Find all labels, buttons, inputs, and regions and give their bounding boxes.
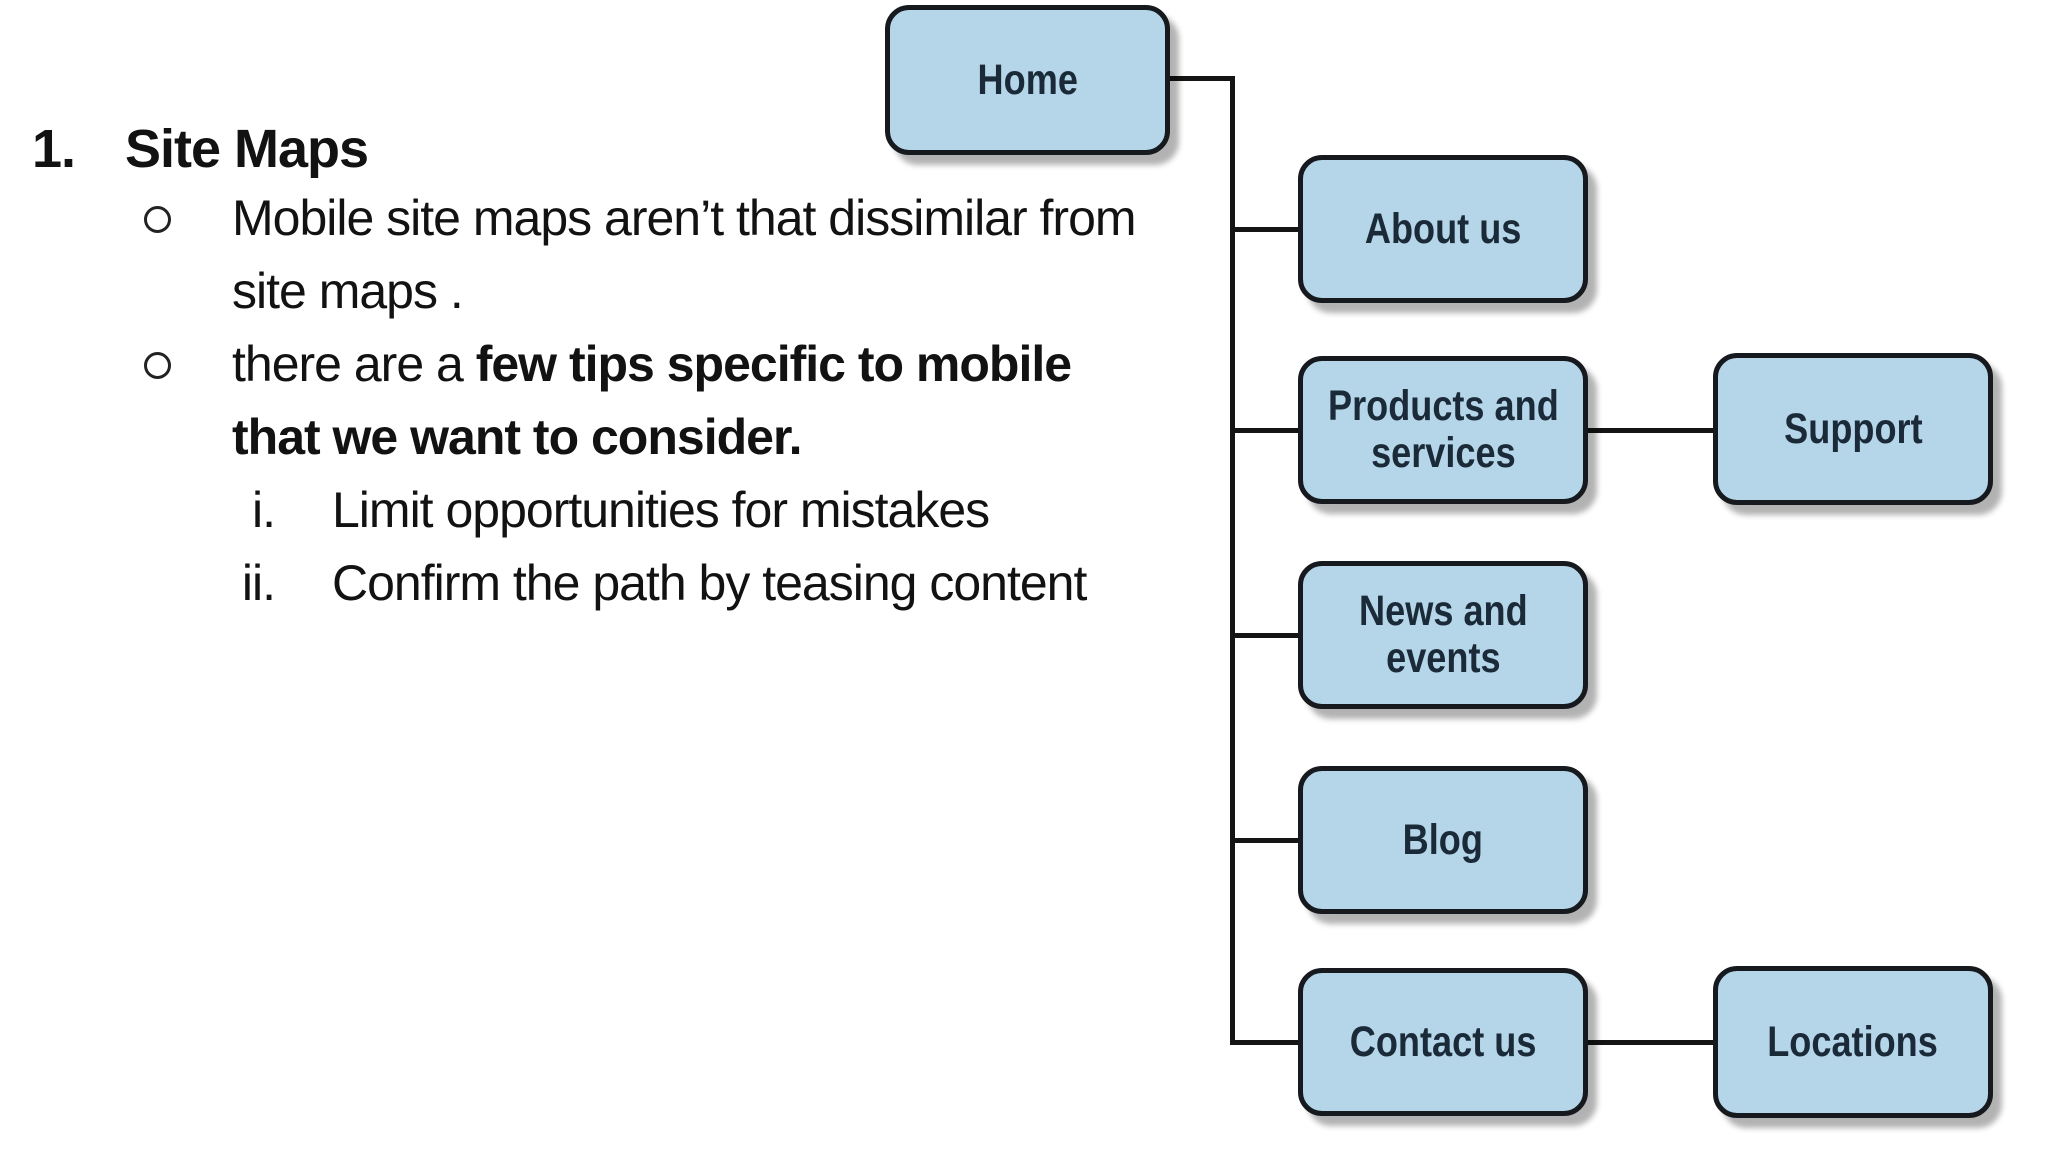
bullet-2-regular-text: there are a bbox=[232, 336, 476, 392]
node-products-label: Products and services bbox=[1327, 382, 1559, 477]
outline-block: 1. Site Maps Mobile site maps aren’t tha… bbox=[0, 117, 1240, 620]
bullet-circle-icon bbox=[144, 352, 171, 379]
node-news-and-events: News and events bbox=[1298, 561, 1588, 709]
node-about-us-label: About us bbox=[1364, 204, 1522, 253]
connector-products-to-support bbox=[1588, 428, 1713, 433]
heading-number: 1. bbox=[32, 119, 76, 179]
connector-trunk-to-products bbox=[1230, 428, 1298, 433]
node-news-label: News and events bbox=[1358, 587, 1528, 682]
roman-text-2: Confirm the path by teasing content bbox=[332, 555, 1087, 611]
bullet-2-line-1: there are a few tips specific to mobile bbox=[232, 328, 1072, 401]
bullet-2-line-2: that we want to consider. bbox=[232, 401, 1071, 474]
connector-home-to-trunk bbox=[1170, 76, 1235, 81]
bullet-item-1: Mobile site maps aren’t that dissimilar … bbox=[0, 182, 1240, 328]
node-blog-label: Blog bbox=[1402, 815, 1484, 864]
node-contact-us: Contact us bbox=[1298, 968, 1588, 1116]
node-locations: Locations bbox=[1713, 966, 1993, 1118]
node-support-label: Support bbox=[1783, 404, 1923, 453]
connector-trunk-to-about-us bbox=[1230, 227, 1298, 232]
bullet-2-bold-text-2: that we want to consider. bbox=[232, 409, 803, 465]
bullet-1-line-1: Mobile site maps aren’t that dissimilar … bbox=[232, 190, 1137, 246]
outline-heading: 1. Site Maps bbox=[0, 117, 1240, 182]
connector-trunk-to-blog bbox=[1230, 838, 1298, 843]
node-locations-label: Locations bbox=[1767, 1017, 1939, 1066]
bullet-1-line-2: site maps . bbox=[232, 263, 464, 319]
node-home-label: Home bbox=[977, 55, 1078, 104]
roman-marker-1: i. bbox=[252, 482, 276, 538]
bullet-item-2: there are a few tips specific to mobile … bbox=[0, 328, 1240, 474]
bullet-circle-icon bbox=[144, 206, 171, 233]
connector-trunk-to-contact-us bbox=[1230, 1040, 1298, 1045]
connector-trunk-to-news bbox=[1230, 633, 1298, 638]
node-blog: Blog bbox=[1298, 766, 1588, 914]
connector-trunk bbox=[1230, 76, 1235, 1045]
connector-contact-to-locations bbox=[1588, 1040, 1713, 1045]
bullet-2-bold-text: few tips specific to mobile bbox=[475, 336, 1072, 392]
heading-title: Site Maps bbox=[125, 119, 369, 179]
roman-item-1: i. Limit opportunities for mistakes bbox=[0, 474, 1240, 547]
roman-text-1: Limit opportunities for mistakes bbox=[332, 482, 990, 538]
roman-item-2: ii. Confirm the path by teasing content bbox=[0, 547, 1240, 620]
node-support: Support bbox=[1713, 353, 1993, 505]
roman-marker-2: ii. bbox=[241, 555, 276, 611]
node-contact-label: Contact us bbox=[1349, 1017, 1537, 1066]
node-products-and-services: Products and services bbox=[1298, 356, 1588, 504]
node-home: Home bbox=[885, 5, 1170, 155]
bullet-1-text: Mobile site maps aren’t that dissimilar … bbox=[232, 182, 1137, 328]
node-about-us: About us bbox=[1298, 155, 1588, 303]
bullet-2-text: there are a few tips specific to mobile … bbox=[232, 328, 1072, 474]
outline-body: Mobile site maps aren’t that dissimilar … bbox=[0, 182, 1240, 620]
